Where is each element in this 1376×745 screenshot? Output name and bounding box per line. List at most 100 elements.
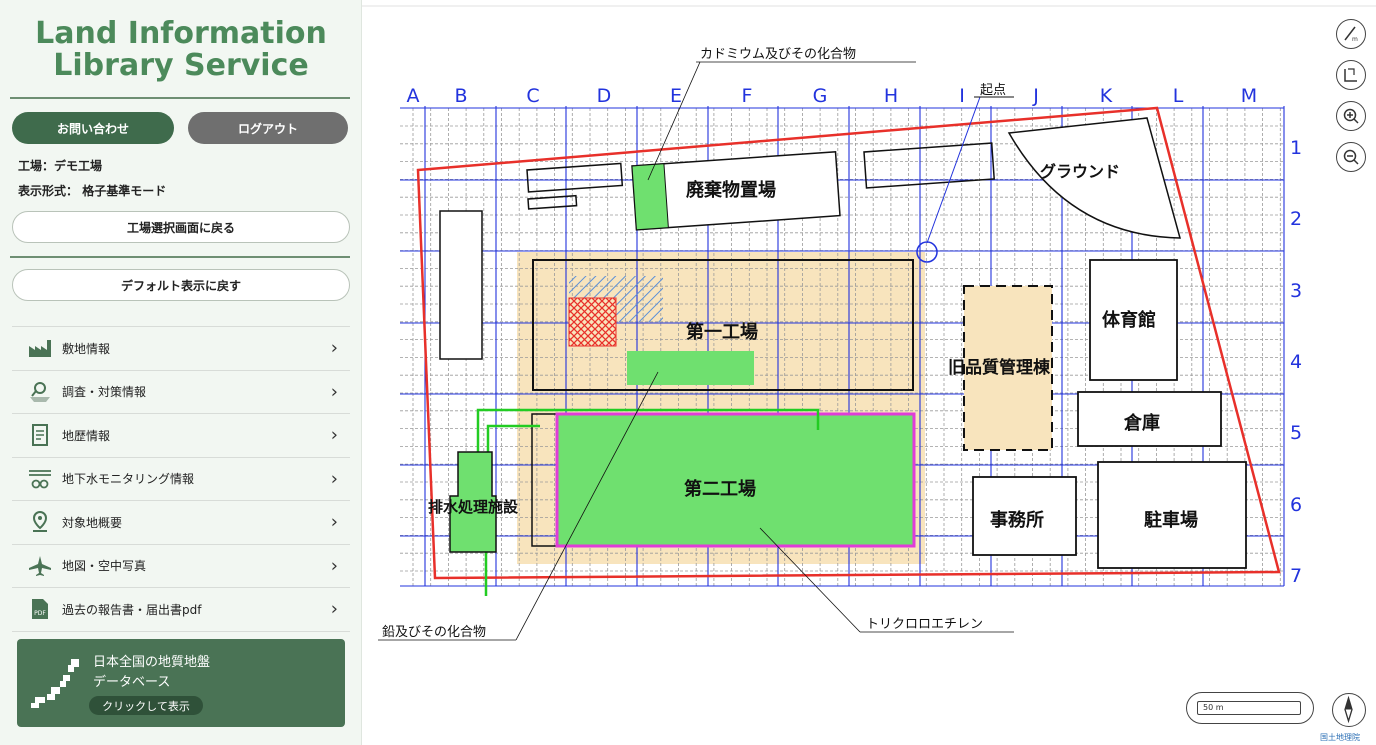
column-label: H bbox=[884, 85, 898, 107]
column-label: F bbox=[742, 85, 753, 107]
label-lead: 鉛及びその化合物 bbox=[382, 625, 486, 640]
row-label: 6 bbox=[1290, 494, 1302, 516]
sidebar-item-label: 対象地概要 bbox=[62, 515, 123, 530]
small-building bbox=[527, 194, 578, 210]
brand-line1: Land Information bbox=[35, 16, 327, 51]
back-to-factory-select-button[interactable]: 工場選択画面に戻る bbox=[12, 211, 350, 243]
label-ground: グラウンド bbox=[1040, 162, 1120, 181]
pdf-icon: PDF bbox=[24, 597, 56, 621]
site-map[interactable]: 廃棄物置場 グラウンド 起点 第一工場 旧品質管理棟 体育館 倉庫 第二工場 bbox=[362, 0, 1376, 745]
brand-line2: Library Service bbox=[53, 48, 309, 83]
banner-title-line2: データベース bbox=[93, 675, 171, 690]
drainage-pipe bbox=[476, 408, 820, 596]
display-mode-label: 表示形式： bbox=[18, 184, 79, 198]
label-origin: 起点 bbox=[980, 83, 1006, 98]
column-label: M bbox=[1241, 85, 1257, 107]
small-building bbox=[863, 142, 995, 189]
zoom-out-icon bbox=[1343, 149, 1359, 165]
column-label: G bbox=[813, 85, 828, 107]
label-old-quality: 旧品質管理棟 bbox=[948, 357, 1051, 378]
green-contamination-area bbox=[627, 351, 754, 385]
label-tce: トリクロロエチレン bbox=[866, 617, 983, 632]
reset-default-view-button[interactable]: デフォルト表示に戻す bbox=[12, 269, 350, 301]
map-pin-icon bbox=[24, 510, 56, 534]
groundwater-icon bbox=[24, 467, 56, 491]
label-gym: 体育館 bbox=[1102, 309, 1156, 331]
building-factory1[interactable] bbox=[532, 259, 914, 391]
building-left-tall[interactable] bbox=[439, 210, 483, 360]
row-label: 4 bbox=[1290, 351, 1302, 373]
row-label: 2 bbox=[1290, 208, 1302, 230]
chevron-right-icon: › bbox=[330, 381, 338, 403]
label-factory1: 第一工場 bbox=[686, 321, 758, 343]
area-tool-button[interactable] bbox=[1336, 60, 1366, 90]
banner-title-line1: 日本全国の地質地盤 bbox=[93, 655, 211, 670]
building-factory2[interactable] bbox=[555, 412, 916, 548]
column-label: A bbox=[407, 85, 420, 107]
zoom-in-icon bbox=[1343, 108, 1359, 124]
sidebar-item-label: 地図・空中写真 bbox=[62, 559, 147, 574]
sidebar-item-investigation[interactable]: 調査・対策情報 › bbox=[12, 371, 350, 414]
sidebar-item-site-info[interactable]: 敷地情報 › bbox=[12, 327, 350, 371]
label-warehouse: 倉庫 bbox=[1123, 412, 1160, 434]
scale-bar-text: 50 m bbox=[1203, 703, 1224, 712]
sidebar-item-label: 地下水モニタリング情報 bbox=[62, 472, 195, 487]
building-warehouse[interactable] bbox=[1077, 391, 1222, 447]
label-wastewater: 排水処理施設 bbox=[428, 498, 519, 516]
site-boundary bbox=[416, 106, 1281, 580]
building-office[interactable] bbox=[972, 476, 1077, 556]
display-mode: 表示形式： 格子基準モード bbox=[18, 182, 166, 199]
area-measure-icon bbox=[1344, 68, 1357, 82]
compass-icon bbox=[1332, 693, 1366, 727]
sidebar-item-groundwater[interactable]: 地下水モニタリング情報 › bbox=[12, 458, 350, 501]
sidebar-item-past-reports[interactable]: PDF 過去の報告書・届出書pdf › bbox=[12, 588, 350, 632]
building-ground[interactable] bbox=[1007, 117, 1181, 239]
label-office: 事務所 bbox=[990, 509, 1044, 531]
sidebar-item-label: 地歴情報 bbox=[62, 428, 111, 443]
label-parking: 駐車場 bbox=[1144, 509, 1198, 531]
svg-text:PDF: PDF bbox=[34, 610, 46, 617]
column-label: I bbox=[959, 85, 965, 107]
row-label: 5 bbox=[1290, 422, 1302, 444]
sidebar-menu: 敷地情報 › 調査・対策情報 › 地歴情報 › bbox=[12, 326, 350, 632]
building-parking[interactable] bbox=[1097, 461, 1247, 569]
brand-logo: Land Information Library Service bbox=[0, 18, 362, 82]
display-mode-value: 格子基準モード bbox=[82, 184, 167, 198]
banner-open-button[interactable]: クリックして表示 bbox=[89, 696, 203, 715]
building-gym[interactable] bbox=[1089, 259, 1178, 381]
sidebar-item-site-overview[interactable]: 対象地概要 › bbox=[12, 501, 350, 545]
column-label: K bbox=[1100, 85, 1113, 107]
building-old-quality[interactable] bbox=[963, 285, 1053, 451]
chevron-right-icon: › bbox=[330, 468, 338, 490]
column-label: B bbox=[454, 85, 467, 107]
factory-icon bbox=[24, 336, 56, 360]
divider bbox=[10, 256, 350, 258]
document-icon bbox=[24, 423, 56, 447]
column-label: E bbox=[670, 85, 682, 107]
japan-map-icon bbox=[31, 659, 79, 708]
chevron-right-icon: › bbox=[330, 511, 338, 533]
sidebar-item-label: 過去の報告書・届出書pdf bbox=[62, 602, 202, 617]
zoom-in-button[interactable] bbox=[1336, 101, 1366, 131]
ruler-icon: m bbox=[1344, 26, 1358, 43]
column-label: C bbox=[526, 85, 539, 107]
logout-button[interactable]: ログアウト bbox=[188, 112, 348, 144]
sidebar-item-history[interactable]: 地歴情報 › bbox=[12, 414, 350, 458]
geology-database-banner[interactable]: 日本全国の地質地盤 データベース クリックして表示 bbox=[17, 639, 345, 727]
building-waste-storage[interactable] bbox=[631, 150, 841, 231]
sidebar-item-label: 敷地情報 bbox=[62, 341, 111, 356]
label-factory2: 第二工場 bbox=[684, 478, 756, 500]
scale-bar: 50 m bbox=[1186, 692, 1314, 724]
row-label: 3 bbox=[1290, 280, 1302, 302]
airplane-icon bbox=[24, 554, 56, 578]
zoom-out-button[interactable] bbox=[1336, 142, 1366, 172]
contact-button[interactable]: お問い合わせ bbox=[12, 112, 174, 144]
column-label: J bbox=[1032, 85, 1039, 107]
row-label: 7 bbox=[1290, 565, 1302, 587]
small-building bbox=[526, 162, 624, 193]
sidebar-item-maps-aerial[interactable]: 地図・空中写真 › bbox=[12, 545, 350, 588]
building-wastewater[interactable] bbox=[449, 451, 497, 553]
ruler-tool-button[interactable]: m bbox=[1336, 19, 1366, 49]
